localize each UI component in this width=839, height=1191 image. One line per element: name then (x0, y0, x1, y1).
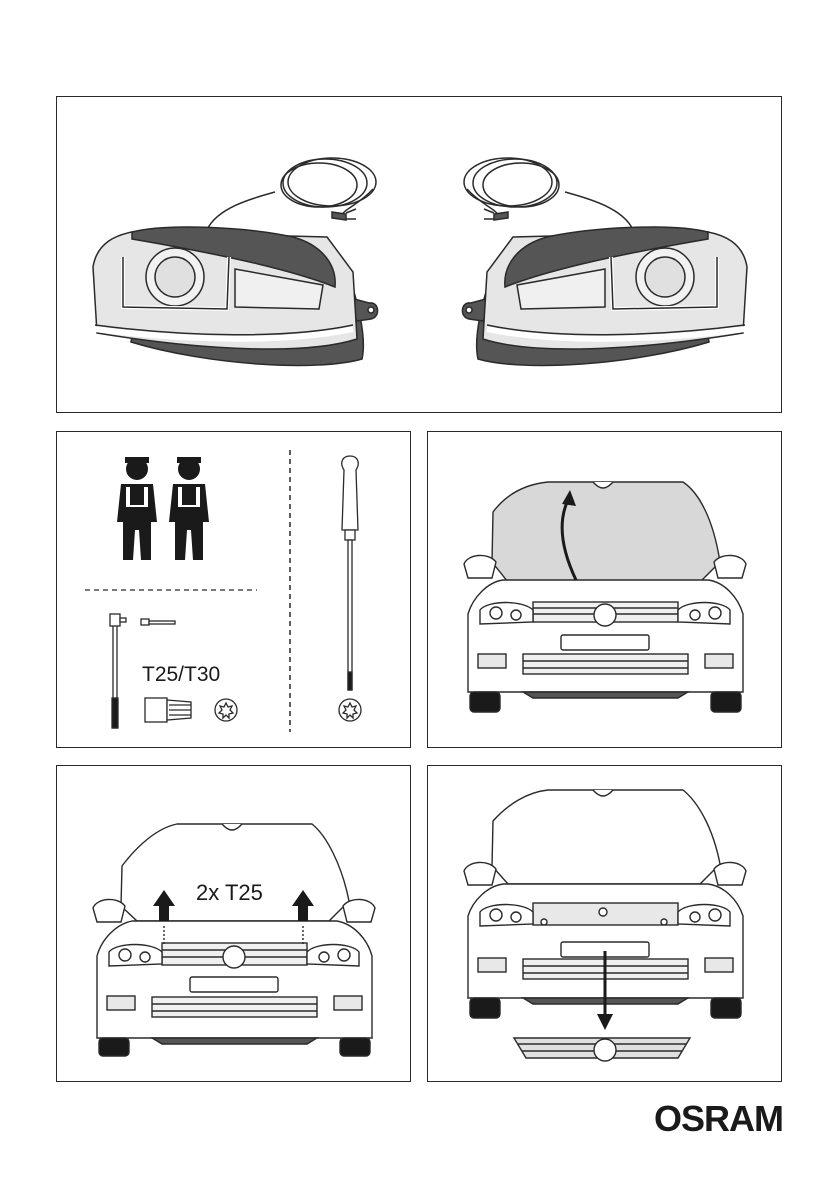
osram-logo: OSRAM (654, 1099, 784, 1139)
hood (492, 790, 720, 884)
car-bolts-illustration (57, 766, 412, 1083)
bit-size-label: T25/T30 (142, 663, 220, 687)
worker-icon (117, 457, 157, 560)
tools-panel (56, 431, 411, 748)
remove-grille-step-panel (427, 765, 782, 1082)
bolt-callout-label: 2x T25 (196, 880, 263, 906)
hood (492, 482, 720, 582)
right-headlight (462, 158, 747, 365)
tools-illustration (57, 432, 412, 749)
left-headlight (93, 158, 378, 365)
screwdriver-icon (342, 456, 358, 690)
hood (121, 824, 349, 921)
headlight-kit-panel (56, 96, 782, 413)
torx-icon (339, 699, 361, 721)
worker-icon (169, 457, 209, 560)
car-grille-removal-illustration (428, 766, 783, 1083)
remove-bolts-step-panel (56, 765, 411, 1082)
arrow-head-icon (597, 1014, 613, 1030)
bit-icon (145, 698, 191, 722)
car-open-hood-illustration (428, 432, 783, 749)
torx-icon (215, 699, 237, 721)
open-hood-step-panel (427, 431, 782, 748)
headlight-pair-illustration (57, 97, 783, 414)
